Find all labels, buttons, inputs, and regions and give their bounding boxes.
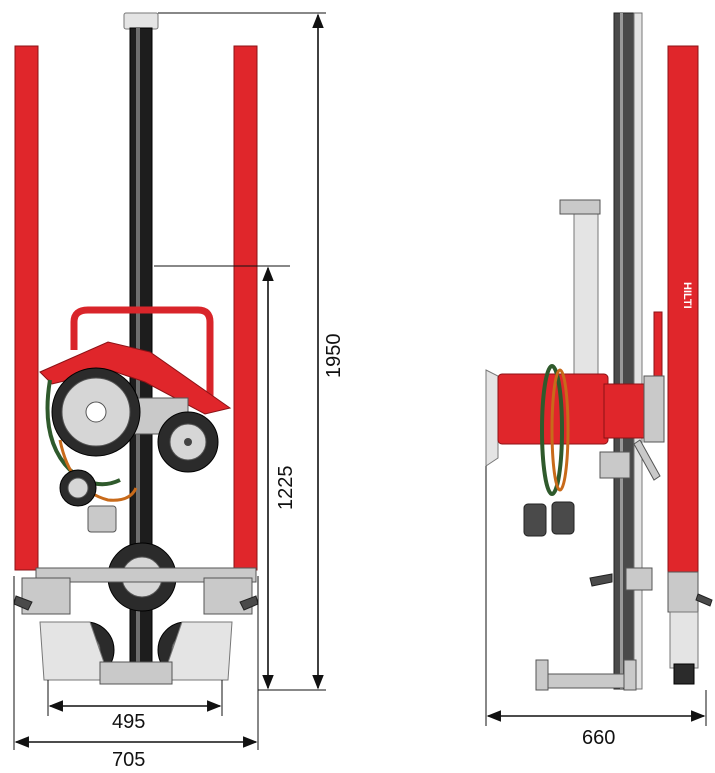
side-foot-body [669,611,699,669]
front-column-highlight [136,28,140,668]
side-cable-loop [540,364,564,496]
side-mount-block [643,375,665,443]
side-tilt-lever [633,439,661,481]
side-lower-carriage [625,567,653,591]
side-plug-right [551,501,575,535]
side-red-post [667,45,699,573]
column-top-cap [123,12,159,30]
front-main-wheel-center [85,401,107,423]
side-logo: HILTI [681,282,693,309]
front-view [13,12,259,685]
side-motor-mast-cap [559,199,601,215]
left-red-post [14,45,39,571]
side-foot-knob [695,593,713,607]
front-dimensions: 1950 1225 495 705 [13,12,345,771]
side-carriage-lever [589,573,613,587]
side-foot-clamp [667,571,699,613]
dim-label-660: 660 [582,727,615,749]
side-gear-housing [603,383,651,439]
dim-label-705: 705 [112,749,145,771]
front-small-pulley-hub [67,477,89,499]
side-cable-loop-2 [550,368,570,492]
front-cable-orange [58,439,138,502]
side-base-foot-left [535,659,549,691]
side-view: HILTI [485,12,713,691]
dim-label-1950: 1950 [323,334,345,379]
dim-label-495: 495 [112,711,145,733]
front-right-clamp [239,595,259,611]
side-dimensions: 660 [485,466,707,749]
front-base-plate [99,661,173,685]
side-motor-mast [573,203,599,381]
side-plug-left [523,503,547,537]
side-blade-plate [485,369,499,467]
side-foot-wheel [673,663,695,685]
front-handle-bar [70,306,214,396]
side-column-highlight [620,13,623,689]
side-carriage [599,451,631,479]
front-guide-wheel-center [184,438,192,446]
front-base-crossbar [35,567,257,583]
side-base-foot-right [623,659,637,691]
front-left-clamp [13,595,33,611]
front-connector [87,505,117,533]
side-base-rail [535,673,637,689]
right-red-post [233,45,258,571]
front-base-left-bracket [21,577,71,615]
side-column-rail [633,12,643,690]
dim-label-1225: 1225 [275,466,297,511]
